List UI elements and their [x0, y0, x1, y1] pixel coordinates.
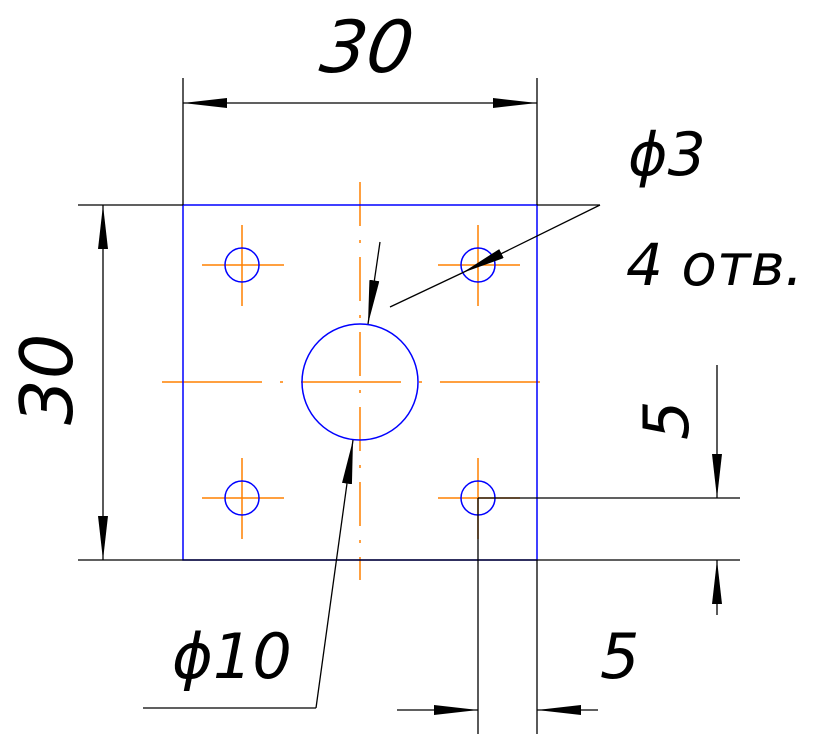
hole-top-left: [224, 247, 260, 283]
center-hole-diameter-label: ϕ10: [172, 620, 292, 693]
hole-count-label: 4 отв.: [626, 231, 803, 299]
height-dimension-label: 30: [5, 333, 89, 425]
hole-diameter-label: ϕ3: [628, 120, 706, 190]
centerlines: [162, 182, 558, 580]
width-dimension-label: 30: [315, 6, 418, 90]
horizontal-offset-label: 5: [600, 620, 639, 693]
dimension-lines: [78, 78, 740, 734]
hole-bottom-left: [224, 480, 260, 516]
center-hole: [301, 323, 419, 441]
vertical-offset-label: 5: [630, 401, 703, 440]
